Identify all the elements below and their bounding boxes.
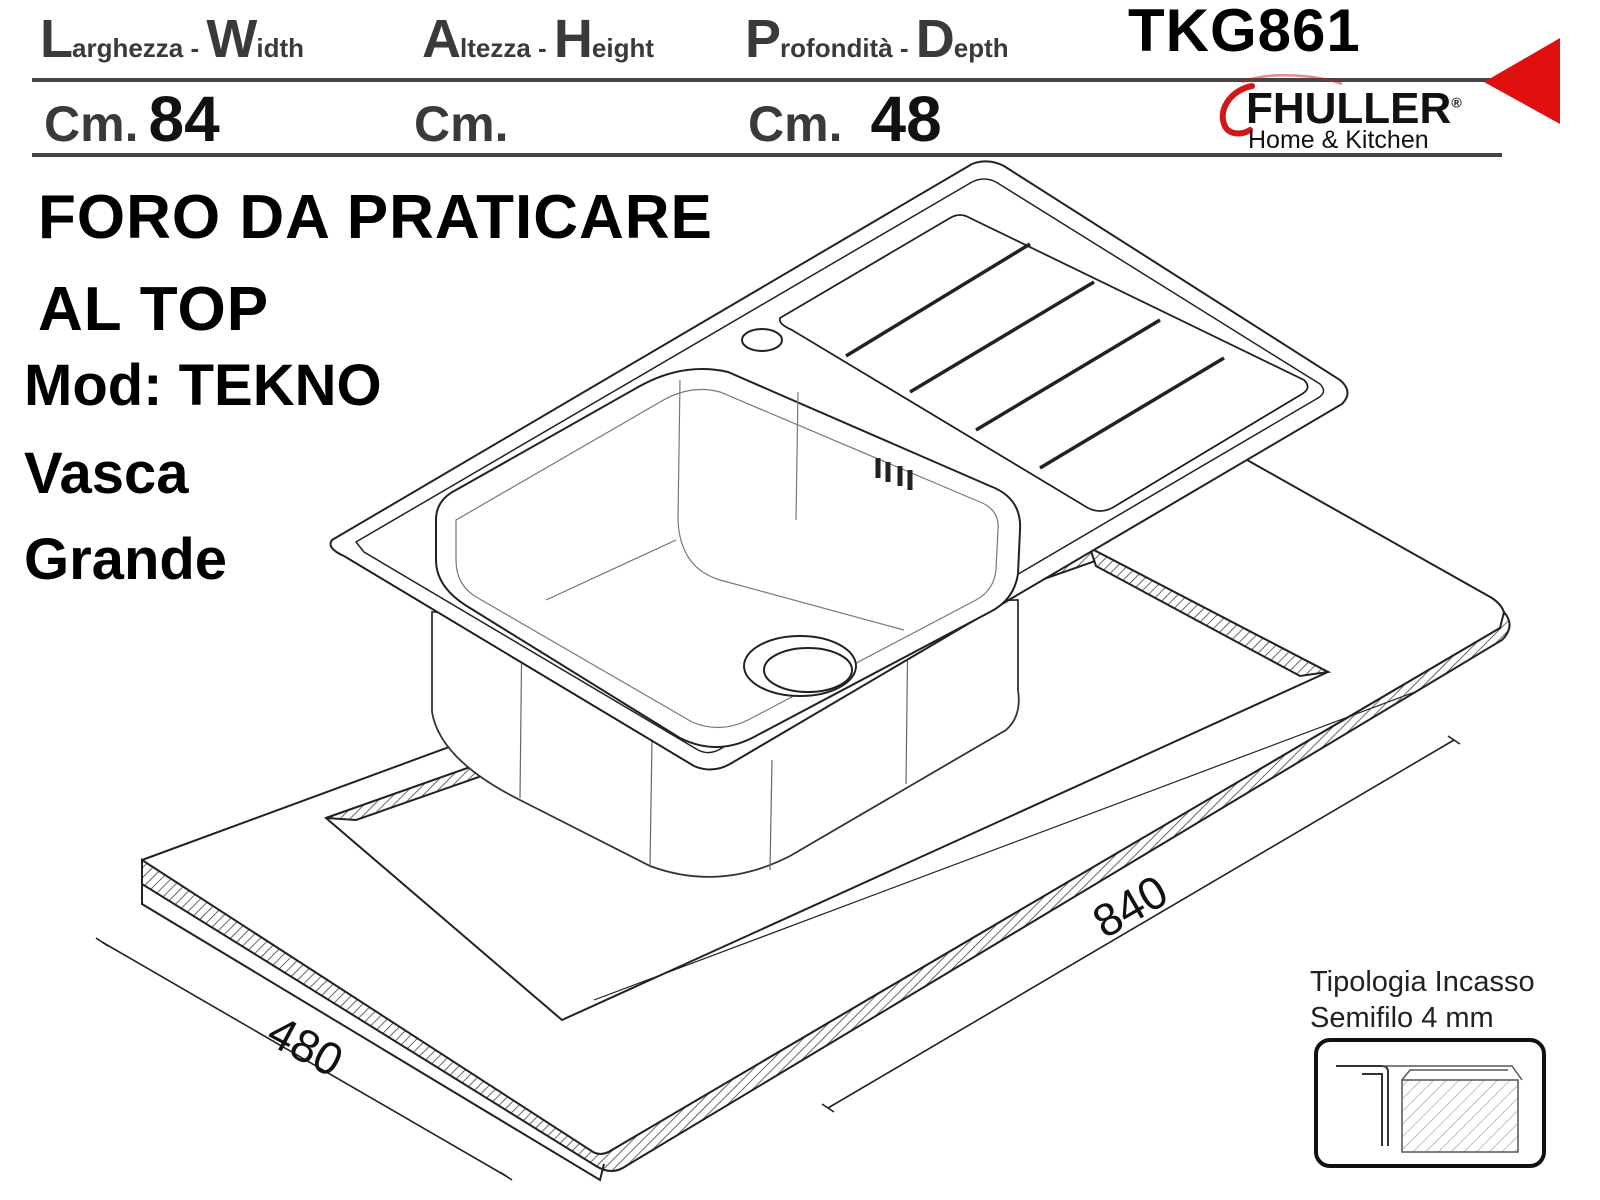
overflow-slot-icon (875, 458, 913, 490)
depth-value: Cm.48 (748, 83, 942, 155)
brand-swoosh-icon (1219, 74, 1343, 137)
dimension-lines (95, 689, 1461, 1181)
cutout-note-line1: FORO DA PRATICARE (38, 183, 713, 252)
model-code: TKG861 (1128, 0, 1361, 64)
brand-name: FHULLER® (1246, 84, 1462, 133)
cutout-note-line2: AL TOP (38, 275, 270, 344)
bowl-opening (435, 368, 1022, 748)
drainboard (778, 214, 1309, 512)
basin-note-line1: Vasca (24, 441, 189, 506)
header-rule-bottom (32, 153, 1502, 157)
height-value: Cm. (414, 96, 509, 152)
drainboard-groove (845, 242, 1225, 470)
depth-dimension-label: 480 (259, 1005, 351, 1087)
height-label: Altezza - Height (422, 9, 655, 69)
drain-icon (743, 635, 857, 697)
red-arrow-icon (1484, 38, 1560, 124)
installation-type: Tipologia Incasso Semifilo 4 mm (1310, 966, 1535, 1034)
width-label: Larghezza - Width (40, 9, 304, 69)
header-rule-top (32, 78, 1502, 82)
model-name: Mod: TEKNO (24, 353, 382, 418)
depth-label: Profondità - Depth (745, 9, 1009, 69)
semifilo-profile-icon (1314, 1038, 1546, 1168)
width-value: Cm.84 (44, 83, 220, 155)
basin-note-line2: Grande (24, 527, 228, 592)
brand-tagline: Home & Kitchen (1248, 126, 1429, 154)
brand-logo: FHULLER® Home & Kitchen (1212, 72, 1482, 156)
tap-hole-icon (741, 328, 783, 352)
